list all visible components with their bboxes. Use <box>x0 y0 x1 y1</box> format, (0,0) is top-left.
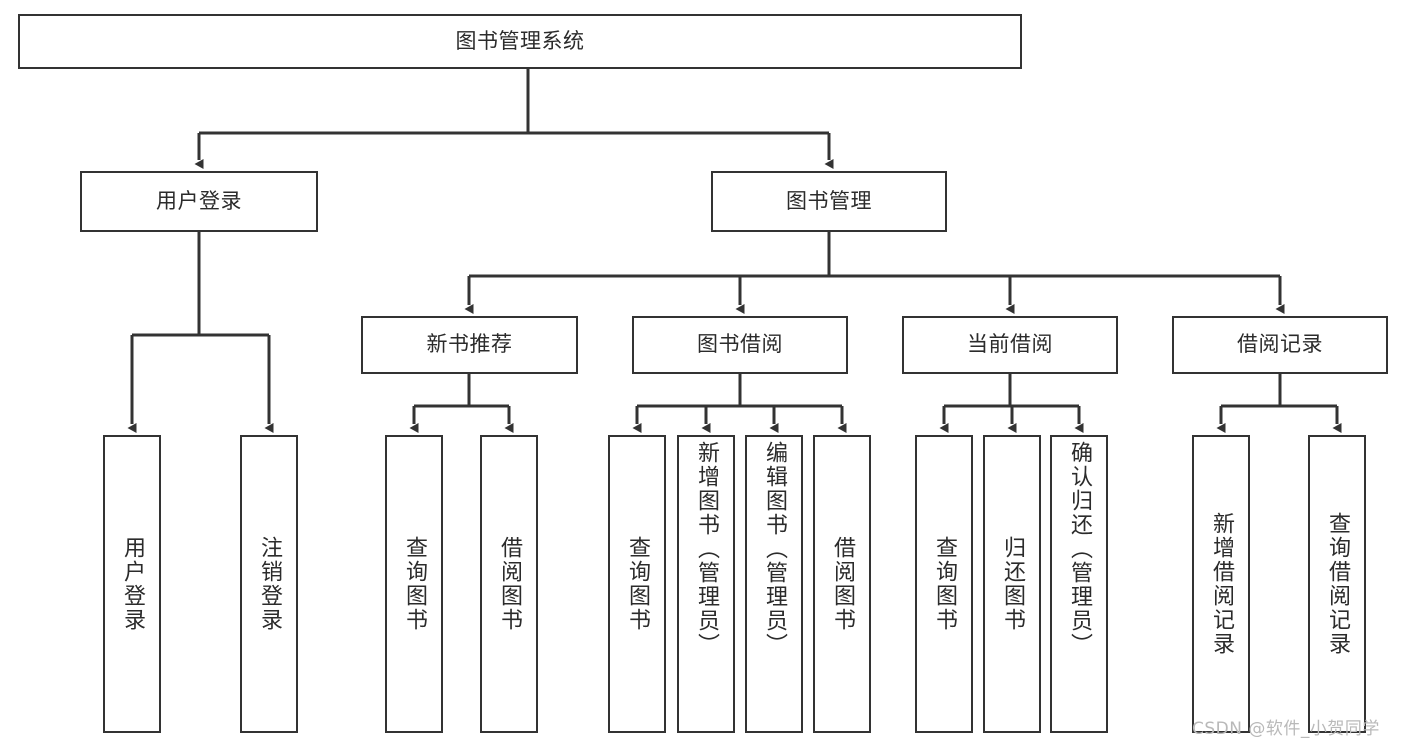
node-book-borrow[interactable]: 图书借阅 <box>632 316 848 374</box>
node-leaf-query-book-current[interactable]: 查询图书 <box>915 435 973 733</box>
node-leaf-borrow-book-recommend[interactable]: 借阅图书 <box>480 435 538 733</box>
node-borrow-record[interactable]: 借阅记录 <box>1172 316 1388 374</box>
node-leaf-user-logout[interactable]: 注销登录 <box>240 435 298 733</box>
node-book-borrow-label: 图书借阅 <box>697 332 783 357</box>
node-leaf-add-borrow-record[interactable]: 新增借阅记录 <box>1192 435 1250 733</box>
node-root-label: 图书管理系统 <box>455 28 585 53</box>
node-leaf-confirm-return-admin[interactable]: 确认归还（管理员） <box>1050 435 1108 733</box>
node-leaf-query-book-recommend[interactable]: 查询图书 <box>385 435 443 733</box>
node-leaf-query-book-current-label: 查询图书 <box>932 536 957 632</box>
csdn-watermark: CSDN @软件_小贺同学 <box>1192 719 1380 739</box>
node-leaf-borrow-book[interactable]: 借阅图书 <box>813 435 871 733</box>
node-leaf-edit-book-admin-label: 编辑图书（管理员） <box>762 441 787 657</box>
node-user-login[interactable]: 用户登录 <box>80 171 318 232</box>
node-book-manage[interactable]: 图书管理 <box>711 171 947 232</box>
node-leaf-add-book-admin[interactable]: 新增图书（管理员） <box>677 435 735 733</box>
node-leaf-edit-book-admin[interactable]: 编辑图书（管理员） <box>745 435 803 733</box>
node-leaf-query-book-borrow-label: 查询图书 <box>625 536 650 632</box>
node-new-book-recommend[interactable]: 新书推荐 <box>361 316 578 374</box>
node-leaf-user-login-label: 用户登录 <box>120 536 145 632</box>
node-leaf-add-book-admin-label: 新增图书（管理员） <box>694 441 719 657</box>
node-new-book-recommend-label: 新书推荐 <box>426 332 513 357</box>
node-leaf-borrow-book-recommend-label: 借阅图书 <box>497 536 522 632</box>
node-leaf-user-logout-label: 注销登录 <box>257 536 282 632</box>
node-root[interactable]: 图书管理系统 <box>18 14 1022 69</box>
node-leaf-user-login[interactable]: 用户登录 <box>103 435 161 733</box>
node-borrow-record-label: 借阅记录 <box>1237 332 1323 357</box>
node-leaf-query-borrow-record[interactable]: 查询借阅记录 <box>1308 435 1366 733</box>
node-leaf-confirm-return-admin-label: 确认归还（管理员） <box>1067 441 1092 657</box>
node-leaf-query-borrow-record-label: 查询借阅记录 <box>1325 512 1350 656</box>
node-leaf-query-book-recommend-label: 查询图书 <box>402 536 427 632</box>
node-leaf-add-borrow-record-label: 新增借阅记录 <box>1209 512 1234 656</box>
node-book-manage-label: 图书管理 <box>786 188 872 213</box>
node-current-borrow[interactable]: 当前借阅 <box>902 316 1118 374</box>
node-current-borrow-label: 当前借阅 <box>967 332 1053 357</box>
node-leaf-return-book-label: 归还图书 <box>1000 536 1025 632</box>
node-leaf-return-book[interactable]: 归还图书 <box>983 435 1041 733</box>
node-user-login-label: 用户登录 <box>156 188 242 213</box>
node-leaf-borrow-book-label: 借阅图书 <box>830 536 855 632</box>
node-leaf-query-book-borrow[interactable]: 查询图书 <box>608 435 666 733</box>
